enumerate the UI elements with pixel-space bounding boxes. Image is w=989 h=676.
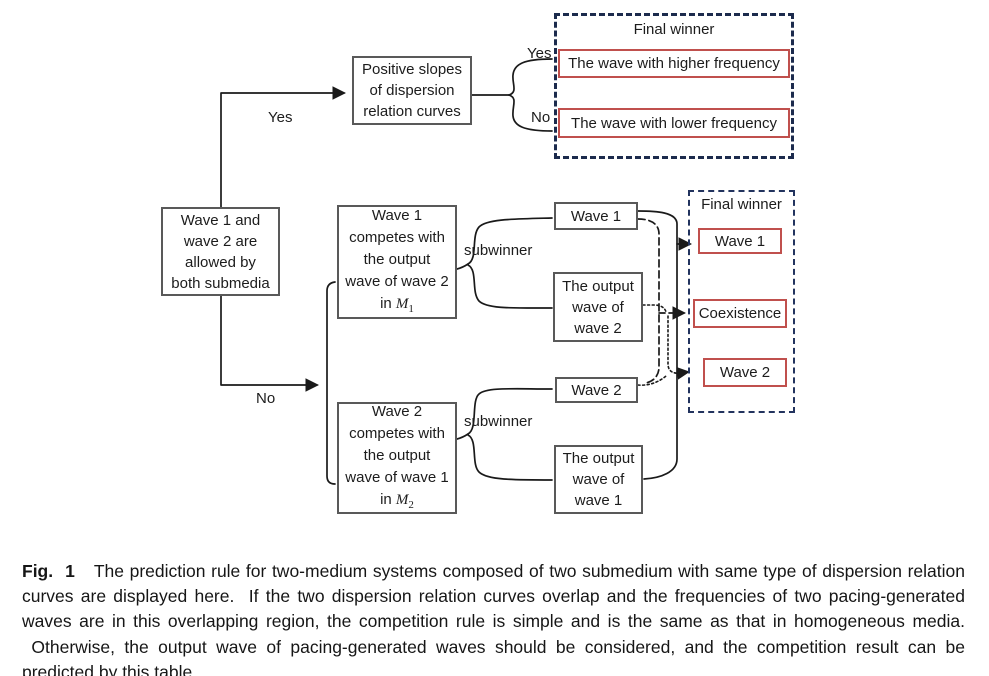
top-final-winner-title: Final winner [633,21,715,38]
final-wave2-dotted-arrow [667,315,690,380]
m1-variable-sub: 1 [408,302,414,315]
output-wave1-line-1: The output [562,450,635,467]
right-final-winner-title: Final winner [701,196,782,213]
m2-in-word: in [380,490,396,508]
higher-frequency-box: The wave with higher frequency [558,49,790,78]
m1-line-2: competes with [349,228,445,246]
m2-line-3: the output [363,446,431,464]
output-wave1-line-3: wave 1 [574,492,623,509]
slopes-line-3: relation curves [363,103,461,120]
figure-caption-fig-label: Fig. [22,560,54,581]
output-wave1-box: The output wave of wave 1 [554,445,643,514]
m1-line-3: the output [363,250,431,268]
figure-caption-text: The prediction rule for two-medium syste… [22,560,965,676]
right-final-winner-group: Final winner [688,190,795,413]
output-wave2-dotted-line [642,304,667,313]
wave1-out1-solid-line [637,210,678,480]
m2-competition-box: Wave 2 competes with the output wave of … [337,402,457,514]
output-wave2-line-1: The output [562,277,634,295]
root-line-4: both submedia [171,274,270,292]
subwinner-top-brace-lower [467,264,553,309]
output-wave2-line-3: wave 2 [574,319,622,337]
root-line-1: Wave 1 and [180,211,261,229]
root-condition-box: Wave 1 and wave 2 are allowed by both su… [161,207,280,296]
figure-caption-fig-number: 1 [65,560,75,581]
top-final-winner-group: Final winner [554,13,794,159]
m1-line-4: wave of wave 2 [345,272,449,290]
brace-no-label: No [531,109,551,126]
output-wave2-box: The output wave of wave 2 [553,272,643,342]
m2-medium-line: in M2 [380,489,414,516]
output-wave1-line-2: wave of [572,471,625,488]
m2-line-4: wave of wave 1 [345,468,449,486]
subwinner-top-label: subwinner [464,242,533,259]
m1-medium-line: in M1 [380,293,414,320]
positive-slopes-box: Positive slopes of dispersion relation c… [352,56,472,125]
m1-m2-bracket [326,281,336,485]
brace-yes-label: Yes [527,45,552,62]
root-line-3: allowed by [185,253,256,271]
wave1-subwinner-text: Wave 1 [570,207,622,225]
no-branch-line [220,295,320,392]
slopes-line-1: Positive slopes [361,61,463,78]
final-wave2-box: Wave 2 [703,358,787,387]
no-branch-label: No [256,390,276,407]
slopes-brace-upper [508,58,553,96]
final-wave1-box: Wave 1 [698,228,782,254]
subwinner-bottom-label: subwinner [464,413,533,430]
m1-competition-box: Wave 1 competes with the output wave of … [337,205,457,319]
final-coexistence-box: Coexistence [693,299,787,328]
subwinner-bottom-brace-stem [456,433,469,440]
subwinner-top-brace-stem [456,263,469,270]
m2-variable-sub: 2 [408,498,414,511]
wave2-subwinner-text: Wave 2 [571,381,622,399]
m2-variable: M [395,491,409,508]
wave2-dotted-link [637,375,667,386]
root-line-2: wave 2 are [183,232,258,250]
m1-in-word: in [380,294,396,312]
m2-line-1: Wave 2 [371,402,423,420]
slopes-line-2: of dispersion [369,82,455,99]
m2-line-2: competes with [349,424,445,442]
output-wave2-line-2: wave of [572,298,624,316]
m1-variable: M [395,295,409,312]
wave1-subwinner-box: Wave 1 [554,202,638,230]
yes-branch-label: Yes [268,109,293,126]
subwinner-bottom-brace-lower [467,434,553,481]
m1-line-1: Wave 1 [371,206,423,224]
lower-frequency-box: The wave with lower frequency [558,108,790,138]
wave2-subwinner-box: Wave 2 [555,377,638,403]
